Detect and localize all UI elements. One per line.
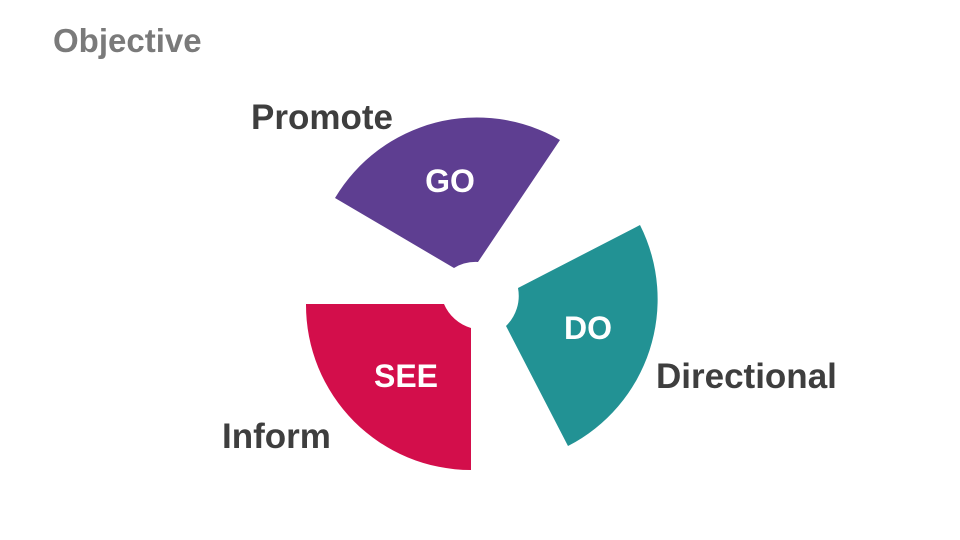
segment-see-label: SEE: [374, 358, 438, 394]
segment-do: [506, 225, 658, 446]
segment-go: [335, 117, 560, 268]
caption-directional: Directional: [656, 357, 837, 396]
caption-promote: Promote: [251, 98, 393, 137]
segment-go-label: GO: [425, 163, 475, 199]
slide-title: Objective: [53, 22, 202, 59]
segment-see: [305, 304, 471, 470]
segment-do-label: DO: [564, 310, 612, 346]
caption-inform: Inform: [222, 417, 331, 456]
